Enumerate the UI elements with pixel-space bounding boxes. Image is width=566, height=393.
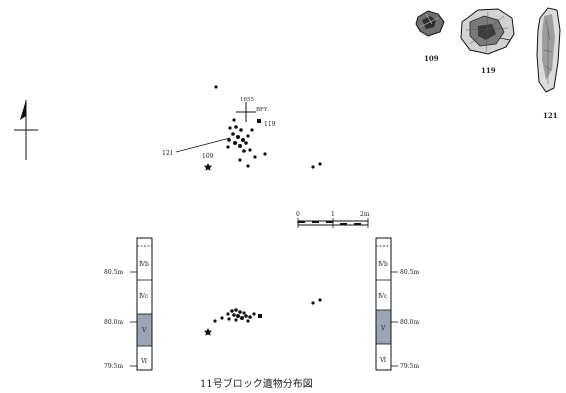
plan-dot — [238, 144, 242, 148]
right-layer-V: Ⅴ — [380, 325, 386, 332]
plan-dot — [244, 141, 248, 145]
right-section-column — [375, 237, 398, 371]
plan-dot — [239, 128, 243, 132]
section-dot — [238, 310, 242, 314]
section-dot — [318, 298, 322, 302]
plan-artifact-dots — [204, 85, 322, 171]
section-dot — [236, 314, 240, 318]
artifact-label-109: 109 — [424, 54, 439, 63]
left-layer-VI: Ⅵ — [140, 358, 147, 365]
left-layer-IVc: Ⅳc — [139, 293, 149, 300]
artifact-label-119: 119 — [481, 66, 496, 75]
north-arrow-icon — [14, 100, 38, 160]
left-layer-V: Ⅴ — [141, 327, 147, 334]
section-dot — [246, 319, 250, 323]
plan-dot — [242, 149, 246, 153]
scale-bar — [297, 218, 369, 228]
plan-label-121: 121 — [162, 150, 173, 157]
left-elevation-79-5: 79.5m — [104, 363, 123, 370]
plan-label-109: 109 — [202, 153, 214, 160]
plan-dot — [214, 85, 218, 89]
plan-dot — [311, 165, 315, 169]
left-layer-IVb: Ⅳb — [139, 261, 149, 268]
figure-caption: 11号ブロック遺物分布図 — [200, 377, 313, 390]
scale-tick-0: 0 — [296, 211, 300, 218]
section-dot — [230, 309, 234, 313]
artifact-drawing-119 — [460, 8, 515, 55]
leader-line-121 — [175, 137, 231, 153]
plan-dot — [318, 162, 322, 166]
plan-dot — [232, 118, 236, 122]
right-layer-IVc: Ⅳc — [378, 293, 388, 300]
artifact-label-121: 121 — [543, 111, 558, 120]
section-dot — [226, 312, 230, 316]
artifact-drawing-109 — [415, 10, 445, 37]
plan-square-119 — [257, 119, 261, 123]
section-artifact-dots — [204, 298, 322, 336]
right-elevation-80-0: 80.0m — [400, 319, 419, 326]
right-layer-VI: Ⅵ — [379, 357, 386, 364]
artifact-drawing-121 — [536, 7, 561, 93]
section-dot — [220, 316, 224, 320]
grid-point-upper-label: 1655 — [240, 97, 254, 103]
right-elevation-80-5: 80.5m — [400, 269, 419, 276]
section-dot — [234, 318, 238, 322]
grid-point-lower-label: BFY — [256, 107, 268, 113]
section-dot — [240, 316, 244, 320]
plan-dot — [228, 126, 232, 130]
section-dot — [242, 311, 246, 315]
plan-dot — [238, 158, 242, 162]
plan-dot — [248, 148, 252, 152]
plan-label-119: 119 — [264, 121, 276, 128]
scale-tick-1: 1 — [331, 211, 335, 218]
section-dot — [252, 312, 256, 316]
plan-dot — [234, 125, 238, 129]
plan-star-109 — [204, 163, 212, 171]
plan-dot — [226, 145, 230, 149]
plan-dot — [246, 164, 250, 168]
plan-dot — [250, 128, 254, 132]
plan-dot — [227, 138, 231, 142]
section-dot — [311, 301, 315, 305]
plan-dot — [233, 141, 237, 145]
section-dot — [248, 315, 252, 319]
plan-dot — [246, 134, 250, 138]
section-dot — [244, 314, 248, 318]
section-star-109 — [204, 328, 212, 336]
left-elevation-80-0: 80.0m — [104, 319, 123, 326]
right-elevation-79-5: 79.5m — [400, 363, 419, 370]
right-layer-IVb: Ⅳb — [378, 261, 388, 268]
section-dot — [227, 317, 231, 321]
left-elevation-80-5: 80.5m — [104, 269, 123, 276]
section-square-119 — [258, 314, 262, 318]
plan-dot — [241, 138, 245, 142]
section-dot — [213, 319, 217, 323]
scale-tick-2m: 2m — [360, 211, 370, 218]
plan-dot — [231, 132, 235, 136]
plan-dot — [253, 155, 257, 159]
plan-dot — [263, 152, 267, 156]
left-section-column — [130, 237, 153, 371]
section-dot — [234, 308, 238, 312]
grid-point-marker — [236, 102, 256, 122]
section-dot — [232, 313, 236, 317]
plan-dot — [236, 135, 240, 139]
